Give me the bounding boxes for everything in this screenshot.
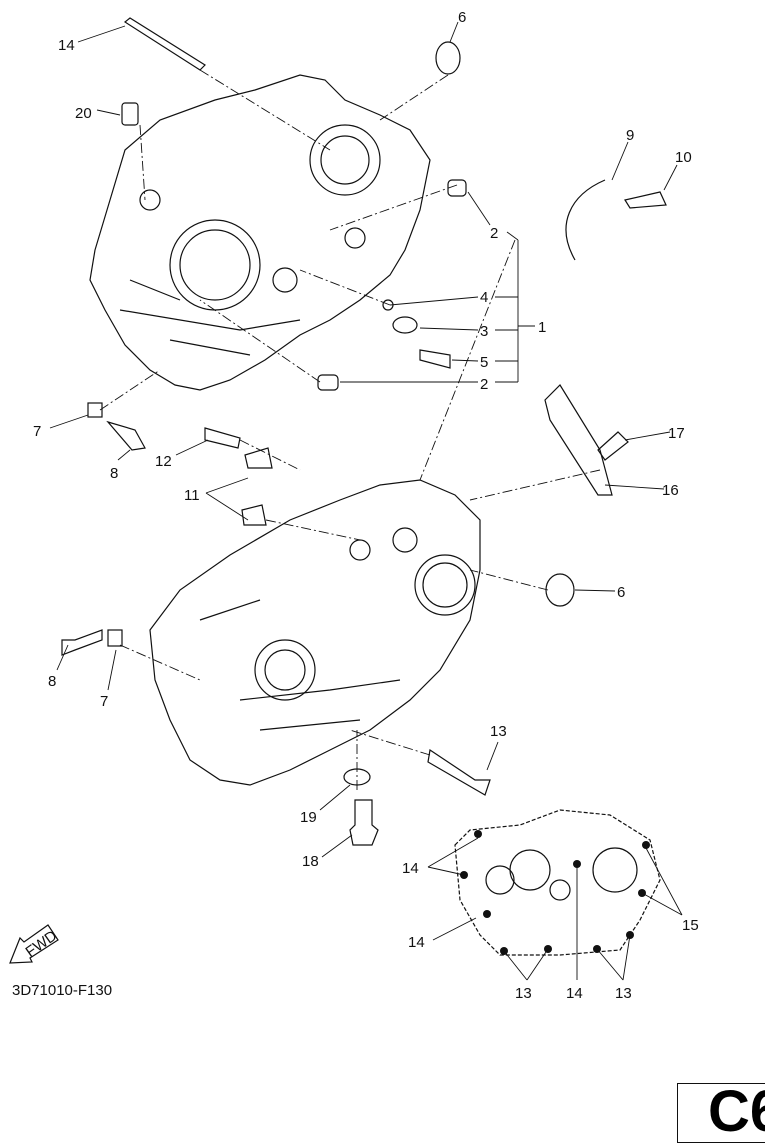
callout-label: 14 bbox=[402, 860, 419, 877]
callout-label: 4 bbox=[480, 289, 488, 306]
callout-label: 5 bbox=[480, 354, 488, 371]
callout-label: 15 bbox=[682, 917, 699, 934]
callout-label: 2 bbox=[480, 376, 488, 393]
bolt-10 bbox=[624, 191, 667, 209]
part-code: 3D71010-F130 bbox=[12, 982, 113, 999]
fwd-arrow-icon bbox=[9, 924, 59, 964]
callout-label: 17 bbox=[668, 425, 685, 442]
callout-label: 13 bbox=[615, 985, 632, 1002]
callout-label: 3 bbox=[480, 323, 488, 340]
callout-label: 14 bbox=[566, 985, 583, 1002]
callout-label: 13 bbox=[490, 723, 507, 740]
page-label: C6 bbox=[708, 1079, 765, 1144]
callout-label: 12 bbox=[155, 453, 172, 470]
page-label-box: C6 bbox=[677, 1079, 765, 1144]
callout-label: 10 bbox=[675, 149, 692, 166]
fwd-label: FWD bbox=[22, 927, 60, 961]
bolt-8-lower bbox=[61, 629, 103, 656]
callout-label: 14 bbox=[58, 37, 75, 54]
oil-seal-6-lower bbox=[545, 573, 575, 607]
oil-seal-6-upper bbox=[435, 41, 461, 75]
plate-11-lower bbox=[241, 504, 267, 526]
crankcase-left-half bbox=[89, 74, 431, 391]
callout-label: 7 bbox=[100, 693, 108, 710]
plate-11-upper bbox=[244, 447, 273, 469]
bolt-17 bbox=[597, 431, 629, 461]
bolt-5 bbox=[419, 349, 451, 369]
drain-bolt-18 bbox=[349, 799, 379, 846]
fitting-3 bbox=[392, 316, 418, 334]
callout-label: 18 bbox=[302, 853, 319, 870]
callout-label: 7 bbox=[33, 423, 41, 440]
plate-7-lower bbox=[107, 629, 123, 647]
dowel-pin-2-upper bbox=[447, 179, 467, 197]
plate-7-upper bbox=[87, 402, 103, 418]
callout-label: 16 bbox=[662, 482, 679, 499]
dowel-pin-20 bbox=[121, 102, 139, 126]
dowel-pin-2-lower bbox=[317, 374, 339, 391]
callout-label: 2 bbox=[490, 225, 498, 242]
callout-label: 13 bbox=[515, 985, 532, 1002]
bolt-14 bbox=[123, 17, 206, 71]
callout-label: 11 bbox=[184, 487, 200, 504]
callout-label: 9 bbox=[626, 127, 634, 144]
callout-label: 6 bbox=[617, 584, 625, 601]
bolt-8-upper bbox=[106, 420, 146, 451]
callout-label: 8 bbox=[48, 673, 56, 690]
crankcase-bolt-map bbox=[454, 809, 661, 956]
bolt-12 bbox=[204, 427, 241, 449]
callout-label: 14 bbox=[408, 934, 425, 951]
callout-label: 1 bbox=[538, 319, 546, 336]
bracket-9 bbox=[565, 179, 606, 261]
callout-label: 19 bbox=[300, 809, 317, 826]
callout-label: 8 bbox=[110, 465, 118, 482]
callout-label: 20 bbox=[75, 105, 92, 122]
bracket-16 bbox=[544, 384, 613, 496]
callout-label: 6 bbox=[458, 9, 466, 26]
crankcase-right-half bbox=[149, 479, 481, 786]
bolt-13 bbox=[427, 748, 491, 796]
